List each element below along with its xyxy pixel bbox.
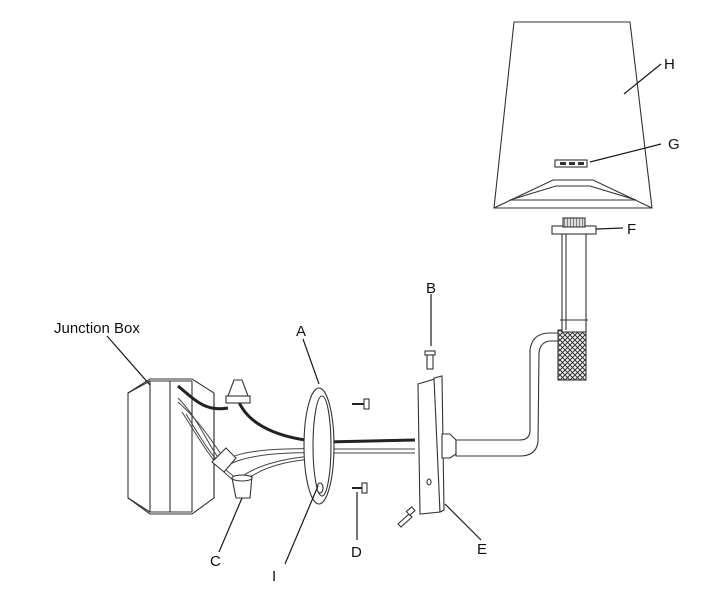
mounting-ring [303,387,335,505]
label-b: B [426,280,436,297]
label-g: G [668,136,680,153]
shade-bracket [554,159,588,168]
label-e: E [477,541,487,558]
label-a: A [296,323,306,340]
label-f: F [627,221,636,238]
backplate-screw [424,350,436,370]
lamp-shade [493,21,653,209]
wire-nut-middle [211,447,237,473]
backplate [417,375,445,515]
loose-screw [397,506,416,528]
label-junction-box: Junction Box [54,320,140,337]
junction-box [127,378,215,515]
label-i: I [272,568,276,585]
mounting-screw-lower [352,482,368,494]
leader-lines [106,63,662,565]
wire-nut-bottom [231,474,253,499]
part-labels: Junction Box A B C D E F G H I [54,56,680,585]
sconce-arm [441,217,597,459]
mounting-screw-upper [352,398,370,410]
label-d: D [351,544,362,561]
wire-nut-top [225,379,251,404]
label-h: H [664,56,675,73]
label-c: C [210,553,221,570]
